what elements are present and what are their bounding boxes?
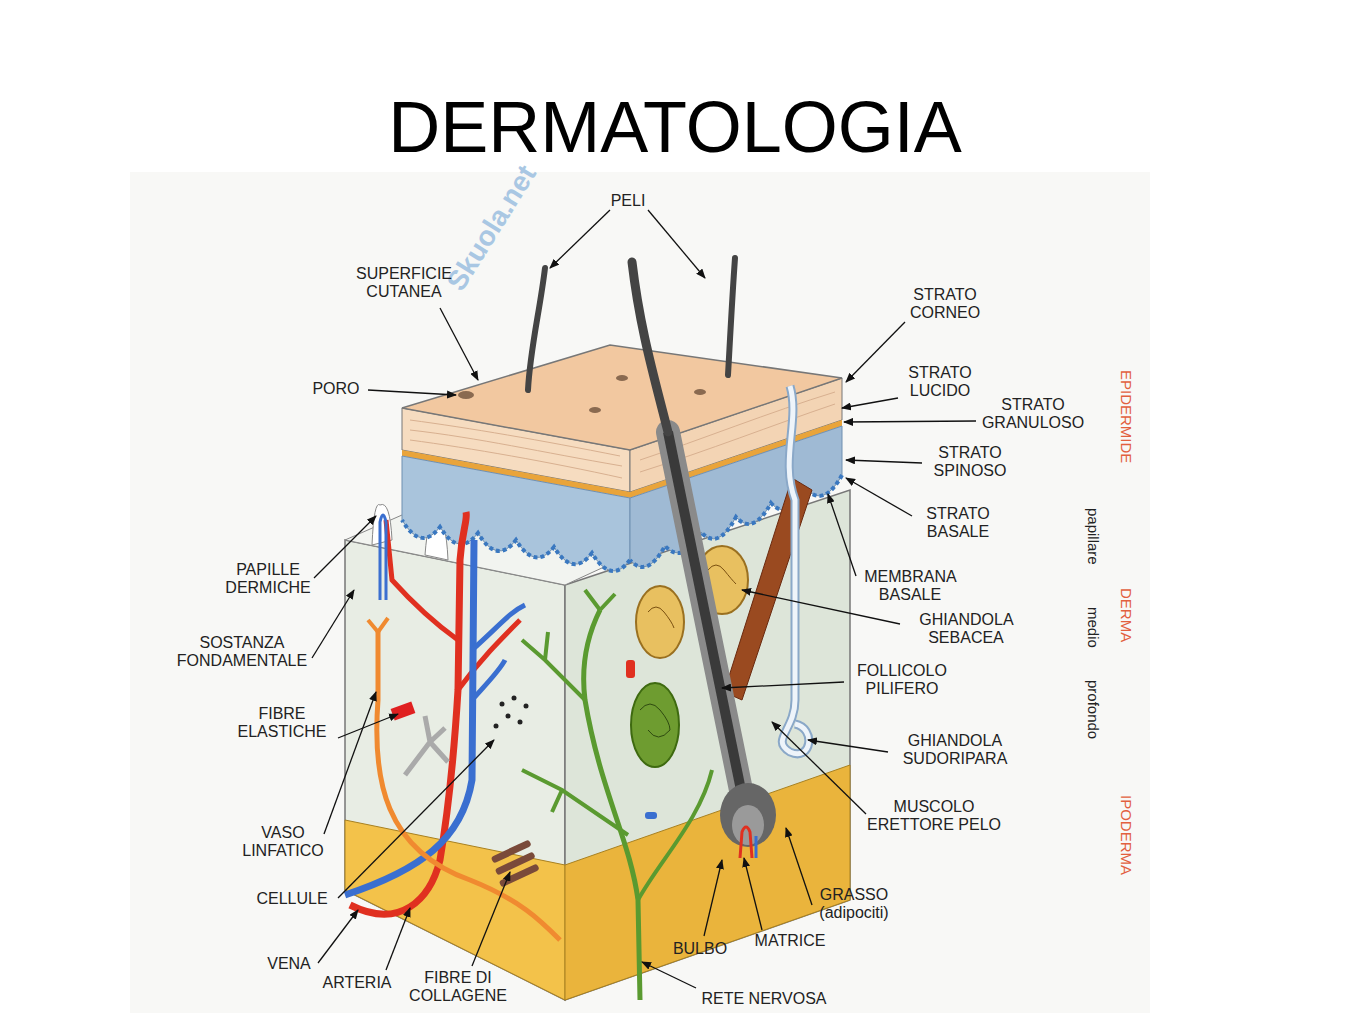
leader-line <box>314 516 376 578</box>
pore <box>694 389 706 395</box>
part-label: GHIANDOLA SEBACEA <box>919 611 1012 648</box>
part-label: SOSTANZA FONDAMENTALE <box>177 634 307 671</box>
bulb-vessel <box>755 836 758 858</box>
elastic-fibre <box>405 716 448 775</box>
sweat-gland <box>782 386 809 754</box>
leader-line <box>742 590 900 624</box>
lymph-vessel <box>377 630 560 940</box>
part-label: FIBRE DI COLLAGENE <box>406 969 510 1004</box>
layer-label: papillare <box>1085 508 1102 565</box>
part-label: PAPILLE DERMICHE <box>225 561 310 598</box>
leader-line <box>846 322 905 382</box>
part-label: MUSCOLO ERETTORE PELO <box>865 798 1003 835</box>
hair-shaft <box>528 268 545 390</box>
part-label: PELI <box>611 192 646 210</box>
part-label: GHIANDOLA SUDORIPARA <box>903 732 1008 769</box>
part-label: VASO LINFATICO <box>242 824 324 861</box>
collagen-fibres <box>491 839 540 887</box>
part-label: SUPERFICIE CUTANEA <box>356 265 452 302</box>
capillary-loop <box>380 515 386 600</box>
page-ground <box>130 172 1150 1013</box>
pore <box>589 407 601 413</box>
part-label: STRATO GRANULOSO <box>982 396 1084 433</box>
part-label: VENA <box>267 955 311 973</box>
part-label: PORO <box>312 380 359 398</box>
part-label: STRATO SPINOSO <box>934 444 1007 481</box>
leader-line <box>324 692 376 834</box>
part-label: FOLLICOLO PILIFERO <box>857 662 947 699</box>
layer-label: IPODERMA <box>1118 795 1135 875</box>
artery <box>350 512 466 914</box>
leader-line <box>846 478 912 516</box>
vein-branch <box>472 605 525 700</box>
part-label: STRATO CORNEO <box>910 286 980 323</box>
watermark: Skuola.net <box>441 159 543 296</box>
part-label: GRASSO (adipociti) <box>819 886 888 923</box>
layer-label: EPIDERMIDE <box>1118 370 1135 463</box>
sweat-duct <box>782 386 809 754</box>
lymph-tip <box>368 618 388 632</box>
leader-line <box>318 910 358 963</box>
leader-line <box>842 398 898 408</box>
part-label: STRATO LUCIDO <box>908 364 971 401</box>
layer-label: DERMA <box>1118 588 1135 642</box>
leader-line <box>312 590 354 658</box>
leader-line <box>772 722 866 814</box>
leader-line <box>386 908 410 970</box>
part-label: CELLULE <box>256 890 327 908</box>
part-label: BULBO <box>673 940 727 958</box>
hair-shaft <box>728 258 735 375</box>
part-label: STRATO BASALE <box>926 505 989 542</box>
sebaceous-gland <box>636 586 684 658</box>
part-label: ARTERIA <box>322 974 391 992</box>
leader-line <box>828 494 856 576</box>
part-label: MEMBRANA BASALE <box>864 568 956 605</box>
leader-line <box>846 460 922 463</box>
hair-matrix <box>732 805 764 845</box>
vessel-section <box>645 812 657 819</box>
leader-line <box>844 421 976 422</box>
leader-line <box>786 828 812 905</box>
leader-line <box>642 962 696 988</box>
leader-line <box>550 210 610 268</box>
leader-line <box>704 860 722 936</box>
leader-line <box>808 740 888 752</box>
hypodermis-side <box>565 765 850 1000</box>
leader-line <box>338 714 398 738</box>
elastic-fibre <box>391 702 416 721</box>
vessel-section <box>626 660 635 678</box>
part-label: FIBRE ELASTICHE <box>238 705 327 742</box>
hair-shaft <box>632 262 668 432</box>
gland <box>631 683 679 767</box>
nerve <box>584 610 640 1000</box>
leader-line <box>648 210 705 278</box>
stratum-basale <box>402 520 630 571</box>
hair-bulb <box>720 783 776 847</box>
leader-group <box>312 210 976 988</box>
leader-line <box>722 682 844 688</box>
bulb-vessel <box>740 827 752 858</box>
cells <box>494 696 529 729</box>
leader-line <box>368 390 456 395</box>
hair-follicle <box>668 432 742 795</box>
gland-detail <box>640 704 670 737</box>
leader-line <box>338 740 494 898</box>
nerve-branch <box>522 590 712 900</box>
part-label: RETE NERVOSA <box>701 990 826 1008</box>
leader-line <box>744 858 762 930</box>
layer-label: medio <box>1085 607 1102 648</box>
hair-root <box>668 432 742 795</box>
leader-line <box>472 872 510 966</box>
pore <box>616 375 628 381</box>
title: DERMATOLOGIA <box>388 88 961 167</box>
layer-label: profondo <box>1085 680 1102 739</box>
stratum-spinosum <box>402 456 630 571</box>
leader-line <box>440 308 478 380</box>
pore <box>458 391 474 399</box>
part-label: MATRICE <box>755 932 826 950</box>
